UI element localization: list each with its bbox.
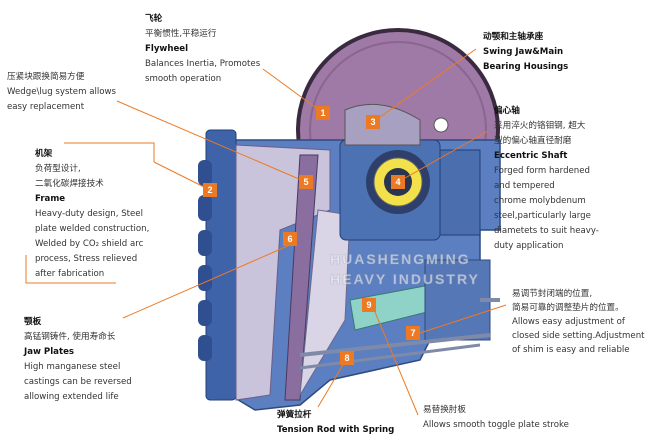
zh-desc: 型的偏心轴直径耐磨 xyxy=(494,136,572,146)
watermark-line-2: HEAVY INDUSTRY xyxy=(330,271,480,288)
en-desc: Allows smooth toggle plate stroke xyxy=(423,420,569,430)
watermark-line-1: HUASHENGMING xyxy=(330,251,471,268)
zh-desc: 负荷型设计, xyxy=(35,164,81,174)
zh-title: 机架 xyxy=(35,149,53,159)
frame-side-block xyxy=(439,149,481,236)
en-desc: closed side setting.Adjustment xyxy=(512,331,645,341)
marker-9: 9 xyxy=(362,298,376,312)
en-desc: of shim is easy and reliable xyxy=(512,345,630,355)
en-desc: castings can be reversed xyxy=(24,377,132,387)
en-desc: Wedge\lug system allows xyxy=(7,87,116,97)
en-title: Swing Jaw&Main xyxy=(483,47,564,57)
en-title: Flywheel xyxy=(145,44,189,54)
zh-desc: 高锰钢铸件, 使用寿命长 xyxy=(24,332,116,342)
en-desc: plate welded construction, xyxy=(35,224,150,234)
marker-6: 6 xyxy=(283,232,297,246)
zh-desc: 易替换肘板 xyxy=(423,405,466,415)
en-desc: easy replacement xyxy=(7,102,85,112)
callout-frame: 机架 负荷型设计, 二氧化碳焊接技术 Frame Heavy-duty desi… xyxy=(35,147,149,282)
en-desc: and tempered xyxy=(494,181,555,191)
zh-title: 弹簧拉杆 xyxy=(277,410,312,420)
adjustment-block xyxy=(424,259,491,341)
flywheel-hole xyxy=(433,117,449,133)
en-desc: Heavy-duty design, Steel xyxy=(35,209,143,219)
en-desc: High manganese steel xyxy=(24,362,121,372)
marker-3: 3 xyxy=(366,115,380,129)
tension-rod-lower xyxy=(299,343,481,370)
callout-jaw-plates: 颚板 高锰钢铸件, 使用寿命长 Jaw Plates High manganes… xyxy=(24,315,132,405)
callout-adjustment: 易调节封闭端的位置, 简易可靠的调整垫片的位置。 Allows easy adj… xyxy=(512,287,645,357)
marker-7: 7 xyxy=(406,326,420,340)
en-desc: process, Stress relieved xyxy=(35,254,138,264)
en-title: Bearing Housings xyxy=(483,62,569,72)
callout-flywheel: 飞轮 平衡惯性,平稳运行 Flywheel Balances Inertia, … xyxy=(145,12,260,87)
zh-desc: 压紧块跟换简易方便 xyxy=(7,72,85,82)
en-desc: Welded by CO₂ shield arc xyxy=(35,239,144,249)
zh-desc: 二氧化碳焊接技术 xyxy=(35,179,104,189)
en-desc: duty application xyxy=(494,241,564,251)
fixed-jaw-plate xyxy=(284,154,319,401)
callout-swing-jaw: 动颚和主轴承座 Swing Jaw&Main Bearing Housings xyxy=(483,30,568,75)
marker-1: 1 xyxy=(316,106,330,120)
zh-title: 飞轮 xyxy=(145,14,163,24)
callout-eccentric-shaft: 偏心轴 采用淬火的铬钼钢, 超大 型的偏心轴直径耐磨 Eccentric Sha… xyxy=(494,104,599,254)
wedge-lugs xyxy=(198,160,212,361)
zh-desc: 平衡惯性,平稳运行 xyxy=(145,29,217,39)
en-desc: diametets to suit heavy- xyxy=(494,226,599,236)
zh-title: 颚板 xyxy=(24,317,42,327)
zh-desc: 易调节封闭端的位置, xyxy=(512,289,593,299)
tension-rod xyxy=(299,333,491,357)
en-desc: steel,particularly large xyxy=(494,211,591,221)
en-title: Jaw Plates xyxy=(24,347,75,357)
en-desc: after fabrication xyxy=(35,269,105,279)
zh-title: 偏心轴 xyxy=(494,106,520,116)
en-title: Eccentric Shaft xyxy=(494,151,568,161)
en-desc: Balances Inertia, Promotes xyxy=(145,59,261,69)
marker-8: 8 xyxy=(340,351,354,365)
swing-jaw-plate xyxy=(299,209,351,396)
callout-wedge: 压紧块跟换简易方便 Wedge\lug system allows easy r… xyxy=(7,70,116,115)
en-desc: Allows easy adjustment of xyxy=(512,317,625,327)
en-desc: chrome molybdenum xyxy=(494,196,586,206)
zh-title: 动颚和主轴承座 xyxy=(483,32,544,42)
leader-lines xyxy=(25,48,507,416)
callout-tension-rod: 弹簧拉杆 Tension Rod with Spring xyxy=(277,408,394,438)
en-desc: Forged form hardened xyxy=(494,166,590,176)
zh-desc: 简易可靠的调整垫片的位置。 xyxy=(512,303,624,313)
marker-4: 4 xyxy=(391,175,405,189)
en-desc: allowing extended life xyxy=(24,392,119,402)
callout-toggle-plate: 易替换肘板 Allows smooth toggle plate stroke xyxy=(423,403,569,433)
zh-desc: 采用淬火的铬钼钢, 超大 xyxy=(494,121,586,131)
en-desc: smooth operation xyxy=(145,74,222,84)
marker-5: 5 xyxy=(299,175,313,189)
marker-2: 2 xyxy=(203,183,217,197)
en-title: Tension Rod with Spring xyxy=(277,425,395,435)
en-title: Frame xyxy=(35,194,66,204)
